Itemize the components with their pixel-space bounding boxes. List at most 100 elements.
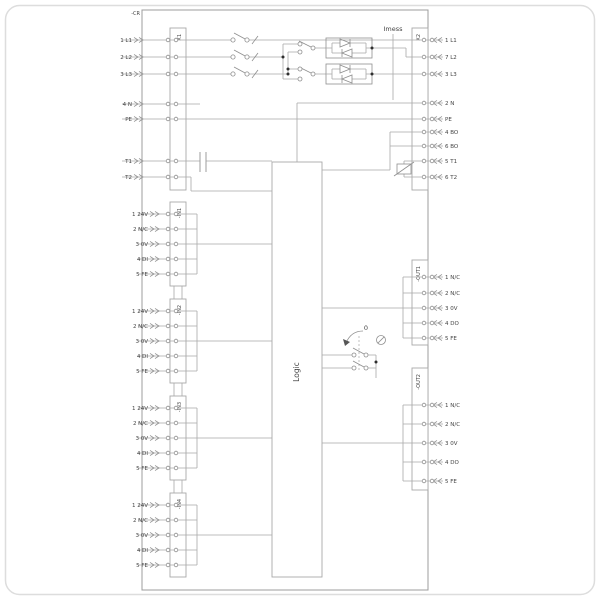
terminal-pin: 5 FE	[136, 271, 186, 278]
pin-label: 5 FE	[136, 272, 148, 278]
terminal-pin: 3 0V	[135, 241, 186, 248]
terminal-pin: 5 FE	[136, 562, 186, 569]
pin-label: 3 L3	[445, 72, 457, 78]
terminal-pin: 3 L3	[412, 71, 457, 78]
pin-label: 4 BO	[445, 130, 459, 136]
imess-label: Imess	[383, 25, 403, 33]
terminal-pin: 4 N	[122, 101, 186, 108]
pin-label: T2	[124, 175, 132, 181]
terminal-pin: 7 L2	[412, 54, 457, 61]
connector-block-out2	[411, 367, 429, 491]
junction-dots	[281, 46, 378, 364]
pin-label: 1 24V	[132, 212, 148, 218]
pin-label: 2 N/C	[445, 422, 460, 428]
terminal-pin: 1 24V	[132, 308, 186, 315]
terminal-pin: 1 L1	[412, 37, 457, 44]
in1-label: -IN1	[177, 208, 183, 218]
terminal-pin: 2 N/C	[133, 420, 186, 427]
in4-label: -IN4	[177, 499, 183, 509]
pin-label: T1	[124, 159, 132, 165]
pin-label: 3 0V	[135, 339, 148, 345]
pin-label: 5 FE	[136, 369, 148, 375]
pin-label: 5 T1	[445, 159, 457, 165]
pin-label: 2 N/C	[133, 421, 148, 427]
cr-label: -CR	[131, 11, 140, 17]
terminal-pin: PE	[412, 116, 452, 123]
out2-label: -OUT2	[416, 374, 422, 390]
pin-label: 4 DO	[445, 460, 459, 466]
terminal-block-x1	[169, 27, 187, 191]
terminal-pin: T1	[122, 158, 186, 165]
pins-layer: 1 L1 2 L2 3 L3 4 N PE T1	[120, 37, 460, 569]
terminal-pin: 2 N	[412, 100, 454, 107]
terminal-pin: 1 24V	[132, 502, 186, 509]
phase-swap-contacts-icon	[297, 40, 316, 82]
breaker-contacts-icon	[230, 32, 259, 79]
terminal-block-x2	[411, 27, 429, 191]
pin-label: 1 24V	[132, 309, 148, 315]
in2-label: -IN2	[177, 305, 183, 315]
terminal-pin: 3 0V	[135, 338, 186, 345]
terminal-pin: 3 0V	[412, 440, 458, 447]
terminal-pin: 3 L3	[120, 71, 186, 78]
terminal-pin: 4 DI	[137, 353, 186, 360]
in3-label: -IN3	[177, 402, 183, 412]
terminal-pin: 3 0V	[135, 435, 186, 442]
pin-label: 2 L2	[120, 55, 132, 61]
pin-label: 4 N	[123, 102, 132, 108]
terminal-pin: 1 N/C	[412, 274, 460, 281]
pin-label: 7 L2	[445, 55, 457, 61]
terminal-pin: 5 FE	[136, 368, 186, 375]
screwdriver-adjust-icon	[376, 335, 386, 345]
pin-label: 1 N/C	[445, 275, 460, 281]
terminal-pin: 4 DO	[412, 320, 459, 327]
terminal-pin: 1 L1	[120, 37, 186, 44]
pin-label: 4 DI	[137, 451, 148, 457]
terminal-pin: 1 N/C	[412, 402, 460, 409]
out1-label: -OUT1	[416, 266, 422, 282]
terminal-pin: 5 FE	[412, 478, 457, 485]
pin-label: 3 0V	[135, 533, 148, 539]
terminal-pin: 1 24V	[132, 405, 186, 412]
terminal-pin: 2 N/C	[133, 517, 186, 524]
terminal-pin: 4 DI	[137, 547, 186, 554]
terminal-pin: 5 T1	[412, 158, 457, 165]
terminal-pin: 6 BO	[412, 143, 459, 150]
terminal-pin: PE	[122, 116, 186, 123]
terminal-pin: 5 FE	[136, 465, 186, 472]
thermistor-icon	[393, 161, 415, 177]
terminal-pin: T2	[122, 174, 186, 181]
pin-label: 1 24V	[132, 406, 148, 412]
pin-label: 4 DI	[137, 548, 148, 554]
terminal-pin: 4 BO	[412, 129, 459, 136]
pin-label: 6 T2	[445, 175, 457, 181]
pin-label: 3 L3	[120, 72, 132, 78]
pin-label: 2 N/C	[133, 324, 148, 330]
pin-label: 4 DO	[445, 321, 459, 327]
terminal-pin: 2 N/C	[412, 421, 460, 428]
terminal-pin: 4 DO	[412, 459, 459, 466]
pin-label: 5 FE	[136, 563, 148, 569]
pin-label: 5 FE	[445, 336, 457, 342]
pin-label: 5 FE	[445, 479, 457, 485]
pin-label: 4 DI	[137, 354, 148, 360]
terminal-pin: 1 24V	[132, 211, 186, 218]
pin-label: 4 DI	[137, 257, 148, 263]
terminal-pin: 3 0V	[412, 305, 458, 312]
terminal-pin: 2 N/C	[133, 323, 186, 330]
pin-label: 2 N/C	[445, 291, 460, 297]
rotary-switch-icon: 0	[343, 324, 386, 371]
pin-label: 2 N	[445, 101, 454, 107]
pin-label: 3 0V	[445, 306, 458, 312]
terminal-pin: 2 L2	[120, 54, 186, 61]
terminal-pin: 5 FE	[412, 335, 457, 342]
switch-zero-label: 0	[364, 324, 368, 332]
pin-label: 1 24V	[132, 503, 148, 509]
x2-label: X2	[416, 34, 422, 41]
terminal-pin: 4 DI	[137, 450, 186, 457]
terminal-pin: 4 DI	[137, 256, 186, 263]
pin-label: 1 N/C	[445, 403, 460, 409]
terminal-pin: 2 N/C	[133, 226, 186, 233]
terminal-pin: 3 0V	[135, 532, 186, 539]
